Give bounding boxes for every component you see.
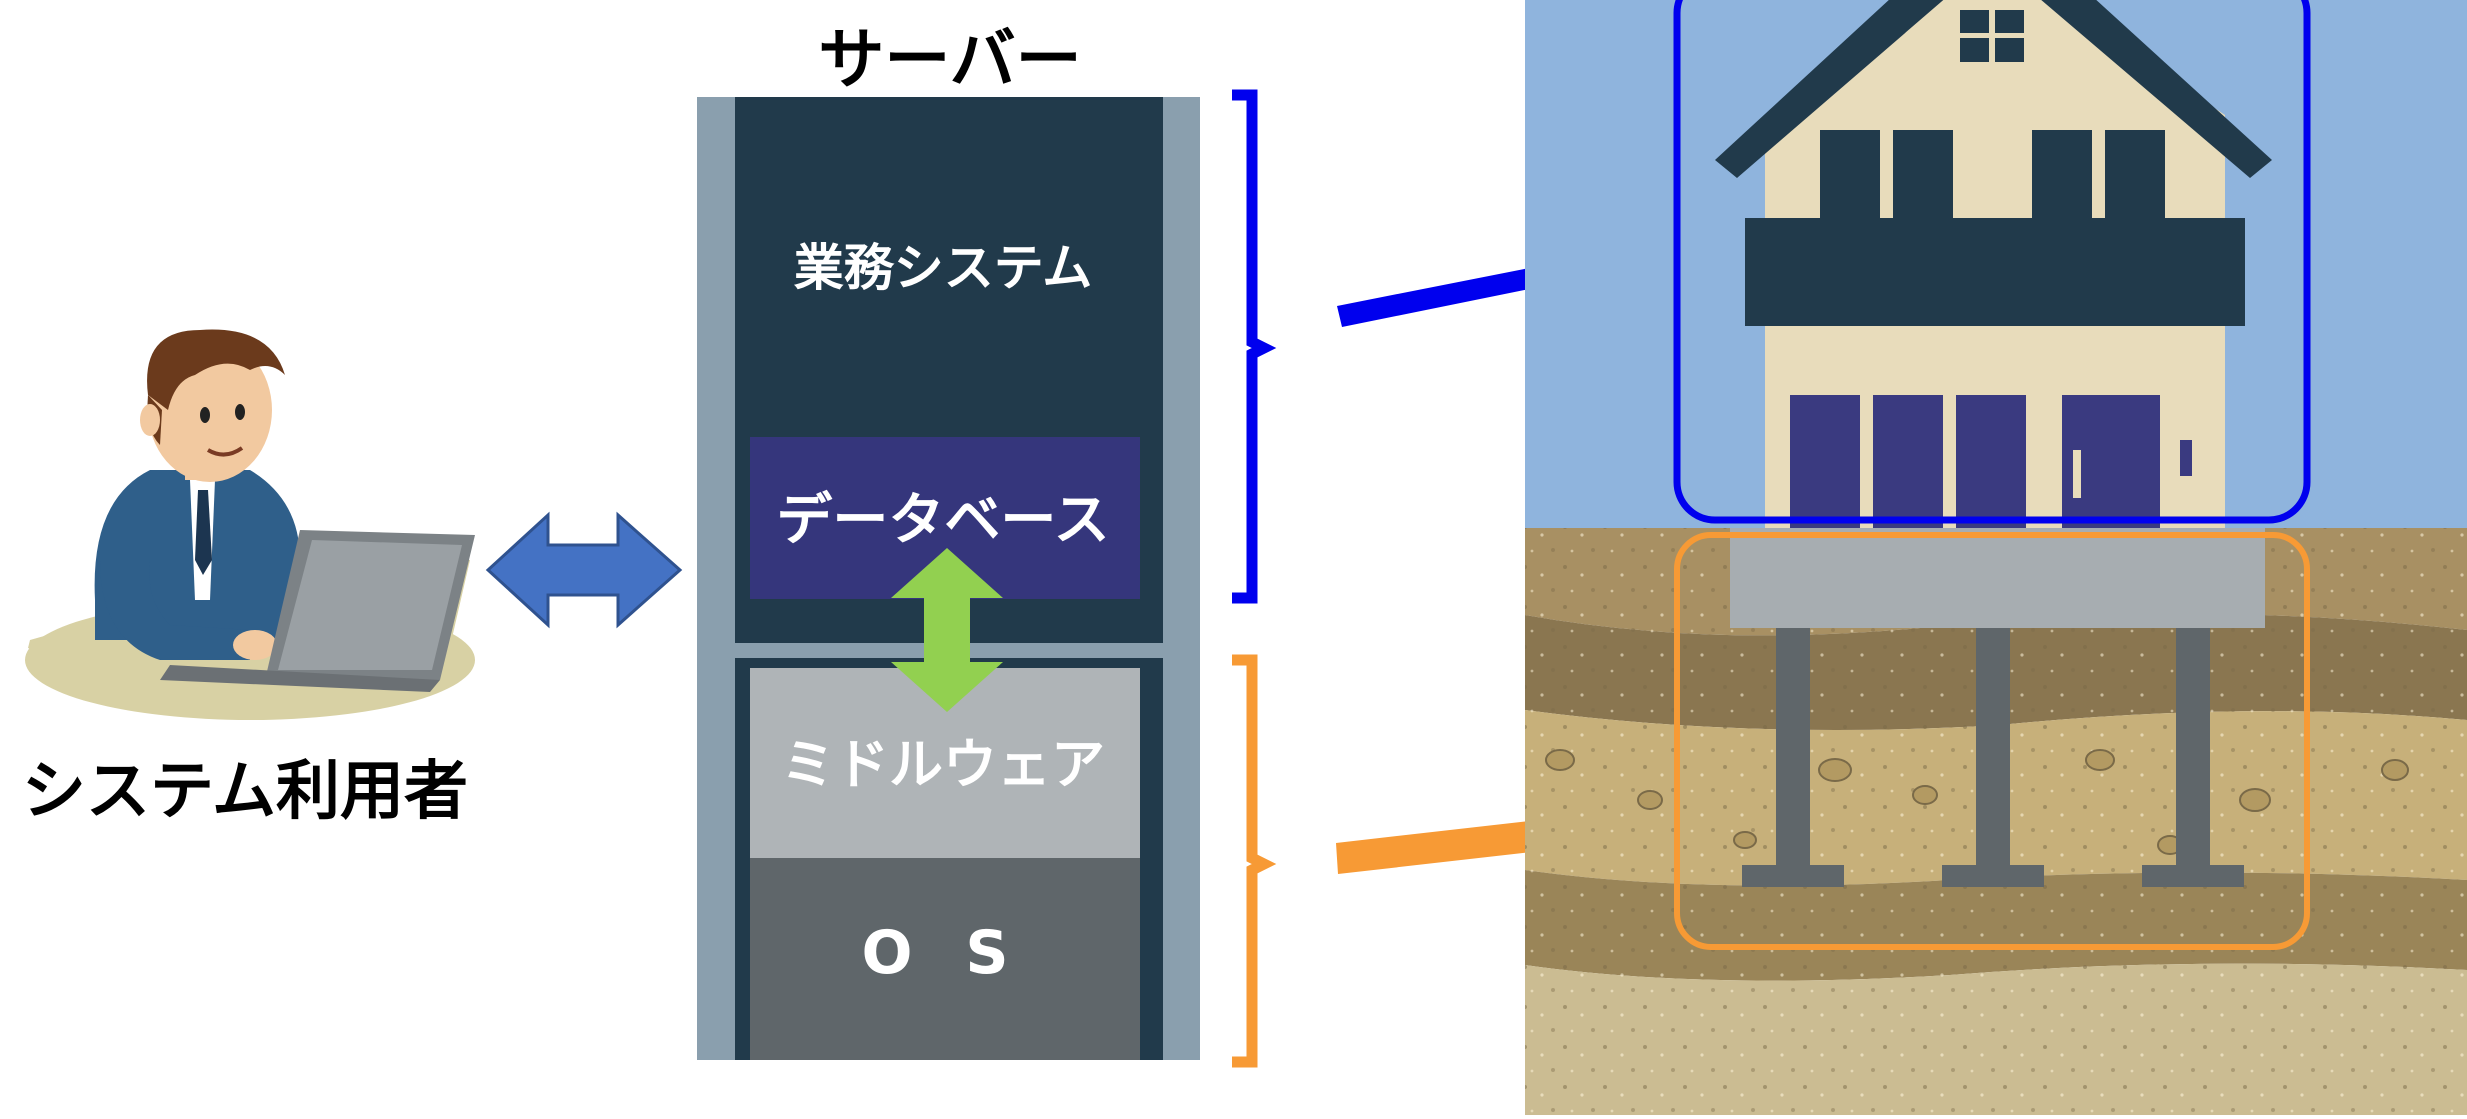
- middleware-label: ミドルウェア: [781, 733, 1105, 796]
- lower-pointer-arrow-icon: [1336, 786, 1668, 874]
- foundation-highlight: [1674, 532, 2310, 950]
- upper-pointer-arrow-icon: [1337, 227, 1668, 327]
- server-title: サーバー: [818, 21, 1082, 98]
- user-icon: [25, 329, 475, 720]
- house-upper-highlight: [1673, 0, 2311, 524]
- lower-bracket: [1232, 654, 1277, 1068]
- user-server-arrow-icon: [485, 511, 683, 629]
- user-label: システム利用者: [21, 755, 469, 829]
- db-middleware-arrow-icon: [891, 548, 1003, 712]
- os-label: O S: [861, 918, 1025, 988]
- server-stack: [697, 97, 1200, 1060]
- os-layer: [750, 858, 1140, 1060]
- database-label: データベース: [776, 488, 1110, 553]
- business-system-label: 業務システム: [793, 239, 1093, 297]
- upper-bracket: [1232, 89, 1277, 604]
